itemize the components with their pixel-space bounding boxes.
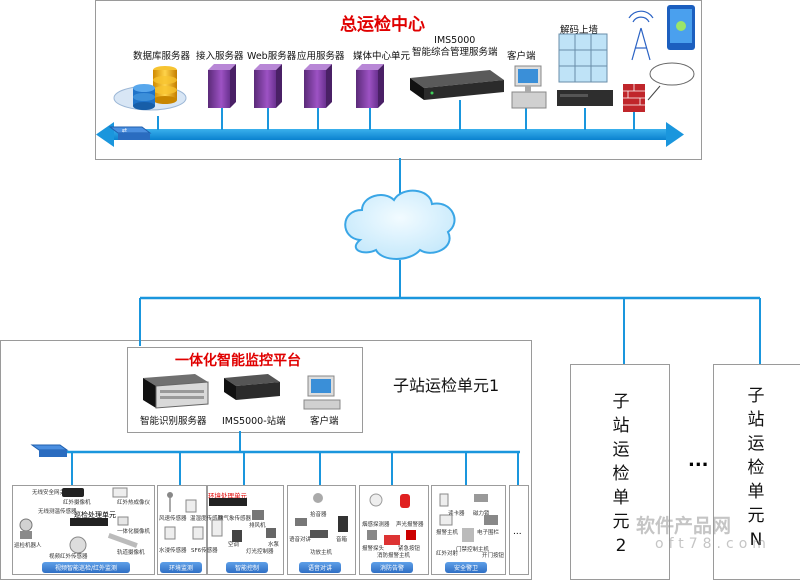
cloud-label: 电力专网: [367, 223, 420, 238]
substation-1-title: 子站运检单元1: [393, 376, 500, 395]
item-ir-beam: 红外对射: [436, 551, 459, 557]
label-ims-station: IMS5000-站端: [222, 416, 286, 427]
category-label-video: 视频智能巡检/红外监测: [42, 562, 130, 573]
item-humidity-sensor: 温湿度传感器: [190, 516, 224, 522]
platform-title: 一体化智能监控平台: [175, 353, 301, 369]
item-env-unit: 环境处理单元: [208, 492, 247, 500]
item-access-host: 门禁控制主机: [456, 547, 490, 553]
item-video-ir-sensor: 视频红外传感器: [49, 554, 88, 560]
item-rail-camera: 轨道摄像机: [117, 550, 145, 556]
label-video-wall: 解码上墙: [560, 25, 599, 36]
item-amplifier: 功放主机: [310, 550, 333, 556]
label-recog-server: 智能识别服务器: [140, 416, 207, 427]
item-water-sensor: 水浸传感器: [159, 548, 187, 554]
item-robot: 巡检机器人: [14, 543, 42, 549]
substation-n-title: 子站运检单元N: [747, 386, 765, 550]
item-card-reader: 读卡器: [448, 511, 465, 517]
substation-2-panel: [570, 364, 670, 580]
label-db-server: 数据库服务器: [133, 51, 191, 62]
item-wireless-gateway: 无线安全网关: [32, 490, 66, 496]
label-media-unit: 媒体中心单元: [353, 51, 411, 62]
item-mag-lock: 磁力锁: [473, 511, 490, 517]
label-app-server: 应用服务器: [297, 51, 345, 62]
label-station-client: 客户端: [310, 416, 339, 427]
substation-2-title: 子站运检单元2: [612, 392, 630, 556]
substation-n-panel: [713, 364, 800, 580]
category-box-video: [12, 485, 155, 575]
category-more: ...: [513, 527, 522, 537]
item-temp-sensor: 无线测温传感器: [38, 509, 77, 515]
item-inspection-unit: 巡检处理单元: [74, 511, 116, 519]
category-label-env: 环境监测: [160, 562, 202, 573]
watermark-main: 软件产品网: [636, 515, 732, 537]
category-box-more: [509, 485, 529, 575]
item-fire-host: 消防报警主机: [377, 553, 411, 559]
item-integrated-camera: 一体化摄像机: [117, 529, 151, 535]
item-thermal-imager: 红外热成像仪: [117, 500, 151, 506]
item-exhaust-fan: 排风机: [249, 523, 266, 529]
stations-ellipsis: ...: [688, 450, 709, 471]
item-ir-camera: 红外摄像机: [63, 500, 91, 506]
item-alarm-probe: 报警探头: [362, 546, 385, 552]
category-label-security: 安全警卫: [445, 562, 487, 573]
center-title: 总运检中心: [340, 15, 425, 35]
label-internet: Internet: [662, 68, 690, 76]
label-client: 客户端: [507, 51, 536, 62]
category-label-control: 智能控制: [226, 562, 268, 573]
item-wind-sensor: 风速传感器: [159, 516, 187, 522]
label-ims-server: IMS5000 智能综合管理服务端: [412, 35, 498, 58]
item-smoke-detector: 烟感探测器: [362, 522, 390, 528]
item-alarm-light: 声光报警器: [396, 522, 424, 528]
item-speaker: 音箱: [336, 537, 348, 543]
item-weather-sensor: 微气象传感器: [218, 516, 252, 522]
watermark-sub: oft78.com: [655, 536, 771, 552]
item-emergency-btn: 紧急按钮: [398, 546, 421, 552]
category-label-fire: 消防告警: [371, 562, 413, 573]
label-web-server: Web服务器: [247, 51, 297, 62]
item-light-ctrl: 灯光控制器: [246, 549, 274, 555]
item-mic: 拾音器: [310, 512, 327, 518]
item-e-fence: 电子围栏: [477, 530, 500, 536]
item-alarm-host: 报警主机: [436, 530, 459, 536]
item-ac: 空调: [228, 542, 240, 548]
label-access-server: 接入服务器: [196, 51, 244, 62]
item-sf6-sensor: SF6传感器: [191, 548, 218, 554]
item-door-btn: 开门按钮: [482, 553, 505, 559]
category-label-voice: 语音对讲: [299, 562, 341, 573]
item-pump: 水泵: [268, 542, 280, 548]
item-intercom: 语音对讲: [289, 537, 312, 543]
